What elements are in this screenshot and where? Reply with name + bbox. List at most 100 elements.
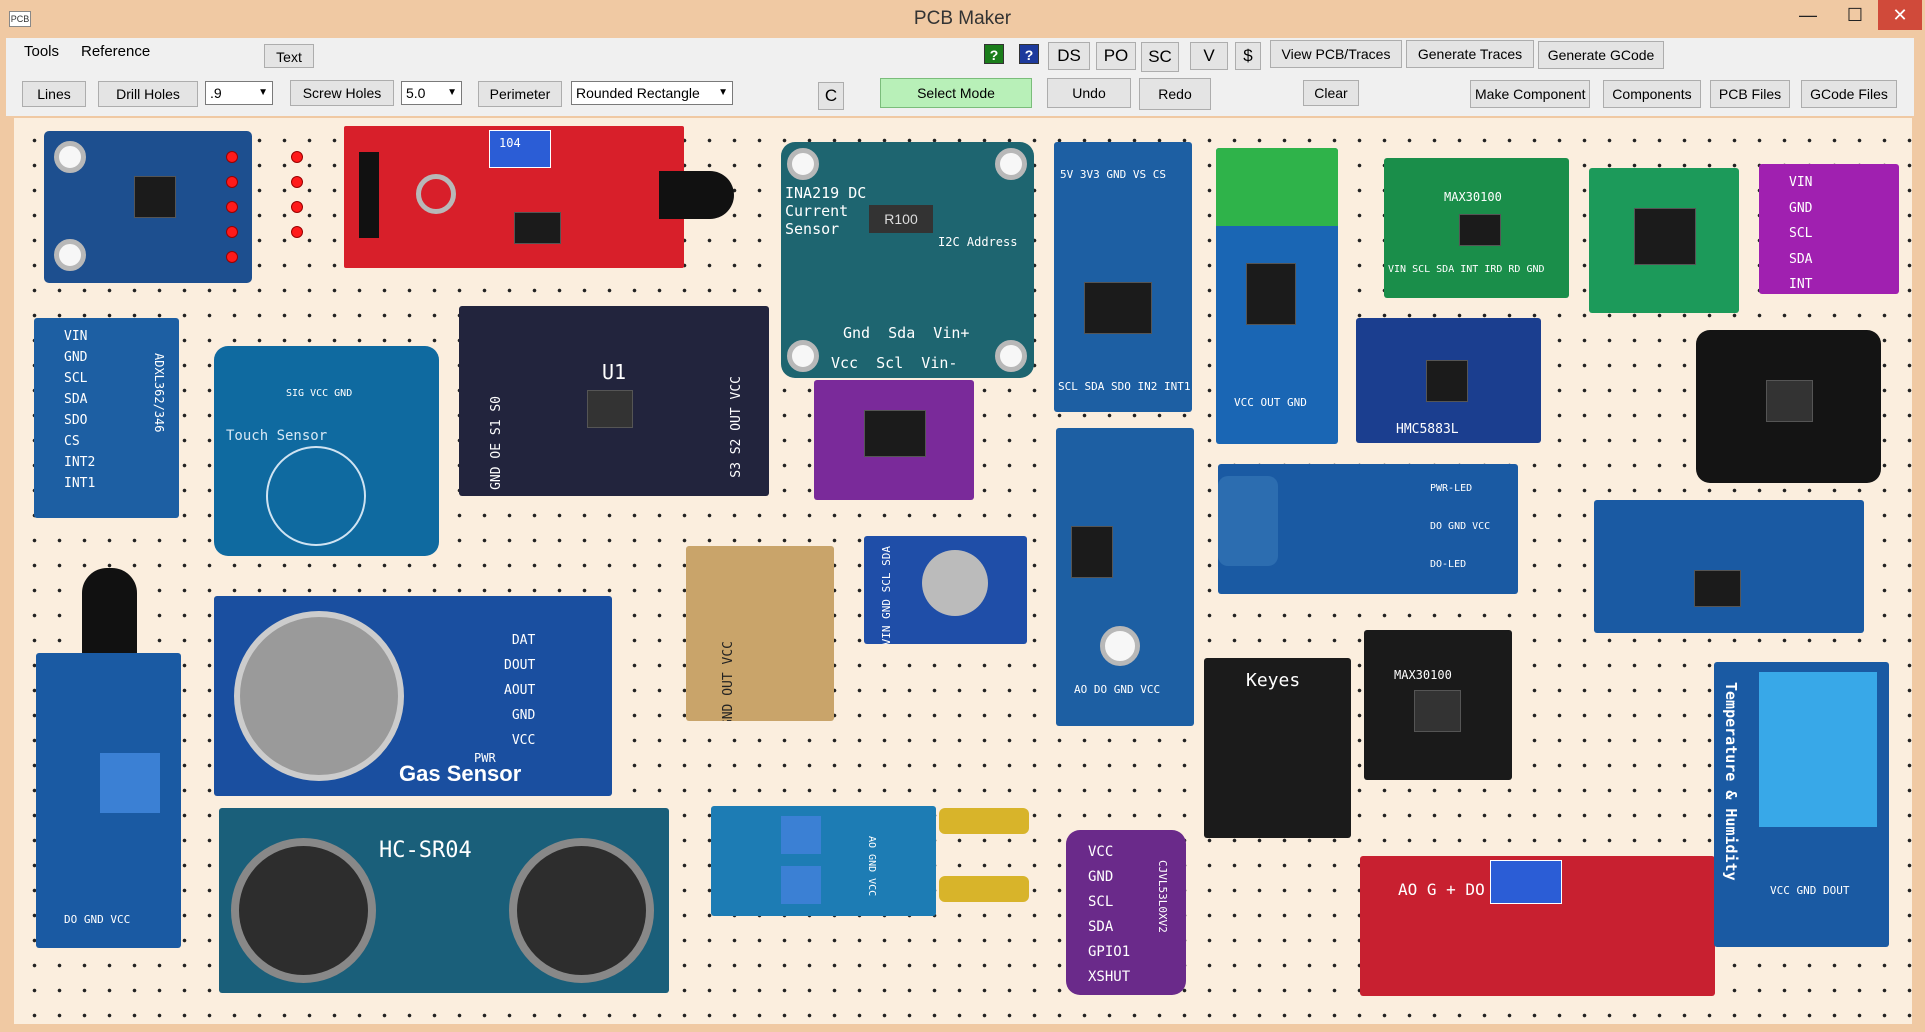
terminal-current-module[interactable]: VCC OUT GND xyxy=(1216,148,1338,444)
ic-chip xyxy=(864,410,926,457)
shape-select[interactable]: Rounded Rectangle▼ xyxy=(571,81,733,105)
flame-sensor-module[interactable]: DO GND VCC xyxy=(36,653,181,948)
generate-gcode-button[interactable]: Generate GCode xyxy=(1538,41,1664,69)
perimeter-button[interactable]: Perimeter xyxy=(478,81,562,107)
sc-button[interactable]: SC xyxy=(1141,42,1179,72)
screw-size-select[interactable]: 5.0▼ xyxy=(401,81,462,105)
dht11-module[interactable]: Temperature & Humidity VCC GND DOUT xyxy=(1714,662,1889,947)
tilt-switch-module[interactable]: AO GND VCC xyxy=(711,806,936,916)
black-max-module[interactable] xyxy=(1696,330,1881,483)
dollar-button[interactable]: $ xyxy=(1235,42,1261,70)
hmc5883l-module[interactable]: HMC5883L xyxy=(1356,318,1541,443)
sound-sensor-module[interactable]: AO DO GND VCC xyxy=(1056,428,1194,726)
accelerometer-module[interactable] xyxy=(44,131,252,283)
po-button[interactable]: PO xyxy=(1096,42,1136,70)
touch-sensor-module[interactable]: SIG VCC GND Touch Sensor xyxy=(214,346,439,556)
capacitor xyxy=(1218,476,1278,566)
ultrasonic-sensor-module[interactable]: HC-SR04 xyxy=(219,808,669,993)
ds-button[interactable]: DS xyxy=(1048,42,1090,70)
help-icon-green[interactable]: ? xyxy=(984,44,1004,64)
pin xyxy=(226,251,238,263)
window-title: PCB Maker xyxy=(913,8,1012,29)
pcb-canvas[interactable]: 104 INA219 DC Current Sensor I2C Address… xyxy=(14,118,1912,1024)
ir-thermometer-sensor xyxy=(922,550,988,616)
ic-chip xyxy=(1071,526,1113,578)
bme-sensor-module[interactable]: VIN GND SCL SDA INT xyxy=(1759,164,1899,294)
app-icon: PCB xyxy=(9,11,31,27)
help-icon-blue[interactable]: ? xyxy=(1019,44,1039,64)
close-button[interactable]: ✕ xyxy=(1878,0,1922,30)
potentiometer-module[interactable]: PWR-LED DO GND VCC DO-LED xyxy=(1218,464,1518,594)
mounting-hole xyxy=(787,148,819,180)
pcb-files-button[interactable]: PCB Files xyxy=(1710,80,1790,108)
title-bar: PCB PCB Maker — ☐ ✕ xyxy=(0,0,1925,38)
heart-rate-module[interactable] xyxy=(1589,168,1739,313)
ir-led-component xyxy=(659,171,734,219)
pin xyxy=(226,151,238,163)
mounting-hole xyxy=(787,340,819,372)
ultrasonic-transducer xyxy=(509,838,654,983)
screw-terminal xyxy=(1216,148,1338,226)
ir-flame-sensor-module[interactable]: 104 xyxy=(344,126,684,268)
mounting-hole xyxy=(995,148,1027,180)
potentiometer xyxy=(100,753,160,813)
led-module[interactable]: GND OUT VCC xyxy=(686,546,834,721)
chevron-down-icon: ▼ xyxy=(447,87,457,98)
pin xyxy=(226,201,238,213)
potentiometer xyxy=(781,866,821,904)
ic-chip xyxy=(1426,360,1468,402)
mounting-hole xyxy=(1100,626,1140,666)
select-mode-button[interactable]: Select Mode xyxy=(880,78,1032,108)
menu-tools[interactable]: Tools xyxy=(24,43,60,60)
clear-button[interactable]: Clear xyxy=(1303,80,1359,106)
menu-reference[interactable]: Reference xyxy=(81,43,151,60)
keyes-sensor-module[interactable]: Keyes xyxy=(1204,658,1351,838)
v-button[interactable]: V xyxy=(1190,42,1228,70)
max30100-green-module[interactable]: MAX30100 VIN SCL SDA INT IRD RD GND xyxy=(1384,158,1569,298)
ic-chip xyxy=(587,390,633,428)
view-pcb-traces-button[interactable]: View PCB/Traces xyxy=(1270,40,1402,68)
drill-holes-button[interactable]: Drill Holes xyxy=(98,81,198,107)
ic-chip xyxy=(1084,282,1152,334)
pin xyxy=(291,201,303,213)
screw-holes-button[interactable]: Screw Holes xyxy=(290,80,394,106)
max30100-black-module[interactable]: MAX30100 xyxy=(1364,630,1512,780)
ic-chip xyxy=(1694,570,1741,607)
redo-button[interactable]: Redo xyxy=(1139,78,1211,110)
adxl362-module[interactable]: VIN GND SCL SDA SDO CS INT2 INT1 ADXL362… xyxy=(34,318,179,518)
touch-pad xyxy=(266,446,366,546)
mounting-hole xyxy=(54,239,86,271)
gy-sensor-module[interactable]: 5V 3V3 GND VS CS SCL SDA SDO IN2 INT1 xyxy=(1054,142,1192,412)
pin xyxy=(226,226,238,238)
maximize-button[interactable]: ☐ xyxy=(1846,5,1864,25)
header-pins xyxy=(359,152,379,238)
ic-chip xyxy=(134,176,176,218)
potentiometer xyxy=(489,130,551,168)
make-component-button[interactable]: Make Component xyxy=(1470,80,1590,108)
comparator-module[interactable] xyxy=(1594,500,1864,633)
drill-size-select[interactable]: .9▼ xyxy=(205,81,273,105)
text-button[interactable]: Text xyxy=(264,44,314,68)
ic-chip xyxy=(1766,380,1813,422)
gas-sensor-module[interactable]: DAT DOUT AOUT GND VCC PWR Gas Sensor xyxy=(214,596,612,796)
undo-button[interactable]: Undo xyxy=(1047,78,1131,108)
bmp-sensor-module[interactable] xyxy=(814,380,974,500)
chevron-down-icon: ▼ xyxy=(258,87,268,98)
minimize-button[interactable]: — xyxy=(1799,5,1817,25)
ina219-module[interactable]: INA219 DC Current Sensor I2C Address R10… xyxy=(781,142,1034,378)
c-button[interactable]: C xyxy=(818,82,844,110)
gcode-files-button[interactable]: GCode Files xyxy=(1801,80,1897,108)
vl53l0x-module[interactable]: VCC GND SCL SDA GPIO1 XSHUT CJVL53L0XV2 xyxy=(1066,830,1186,995)
color-sensor-module[interactable]: GND OE S1 S0 S3 S2 OUT VCC U1 xyxy=(459,306,769,496)
ic-chip xyxy=(1414,690,1461,732)
sound-sensor-red-module[interactable]: AO G + DO xyxy=(1360,856,1715,996)
components-button[interactable]: Components xyxy=(1603,80,1701,108)
ultrasonic-transducer xyxy=(231,838,376,983)
ic-chip xyxy=(1246,263,1296,325)
dht-sensor-housing xyxy=(1759,672,1877,827)
temperature-ir-module[interactable]: VIN GND SCL SDA xyxy=(864,536,1027,644)
generate-traces-button[interactable]: Generate Traces xyxy=(1406,40,1534,68)
ic-chip xyxy=(514,212,561,244)
shunt-resistor: R100 xyxy=(869,205,933,233)
lines-button[interactable]: Lines xyxy=(22,81,86,107)
